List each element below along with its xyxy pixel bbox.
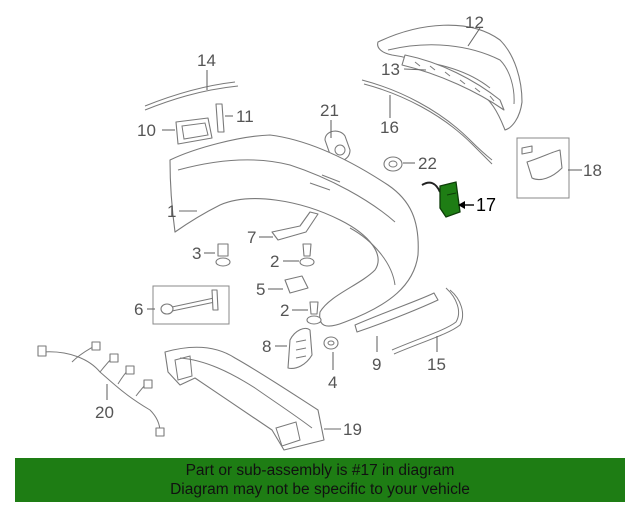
callout-17: 17	[476, 195, 496, 215]
part-9-strip	[354, 292, 439, 333]
leader-lines	[106, 27, 582, 430]
callout-13: 13	[381, 60, 400, 79]
callout-7: 7	[247, 228, 256, 247]
part-19-impact-bar	[164, 346, 325, 451]
part-15-molding	[391, 287, 464, 355]
part-10-reflector	[175, 117, 213, 145]
part-18-bracket	[516, 137, 570, 199]
part-8-flap	[287, 327, 313, 369]
parts-diagram: 12 13 16 14 11 10 21 22 18 1 7 3 2 5 6 2…	[37, 13, 602, 451]
callout-18: 18	[583, 161, 602, 180]
callout-22: 22	[418, 154, 437, 173]
callout-20: 20	[95, 403, 114, 422]
callout-5: 5	[256, 280, 265, 299]
part-11-strip	[215, 103, 225, 133]
callout-21: 21	[320, 101, 339, 120]
part-5-clip-nut	[284, 275, 309, 294]
callout-labels: 12 13 16 14 11 10 21 22 18 1 7 3 2 5 6 2…	[95, 13, 602, 439]
part-17-highlighted	[421, 181, 461, 218]
part-16-seal	[361, 79, 493, 165]
callout-12: 12	[465, 13, 484, 32]
part-6-fastener	[152, 285, 230, 325]
callout-8: 8	[262, 337, 271, 356]
callout-19: 19	[343, 420, 362, 439]
callout-2-upper: 2	[270, 252, 279, 271]
part-7-bracket	[271, 211, 319, 241]
callout-14: 14	[197, 51, 216, 70]
callout-17-arrow	[458, 201, 474, 209]
part-22-grommet	[383, 156, 403, 172]
info-banner: Part or sub-assembly is #17 in diagram D…	[15, 458, 625, 502]
banner-line-1: Part or sub-assembly is #17 in diagram	[185, 462, 455, 479]
callout-4: 4	[328, 373, 337, 392]
callout-1: 1	[167, 202, 176, 221]
part-2-clip-lower	[306, 301, 322, 325]
part-13-pad	[401, 54, 505, 111]
callout-11: 11	[236, 107, 254, 126]
callout-2-lower: 2	[280, 301, 289, 320]
callout-9: 9	[372, 355, 381, 374]
part-3-screw	[215, 243, 231, 267]
part-2-clip-upper	[299, 243, 315, 267]
callout-3: 3	[192, 244, 201, 263]
part-12-upper-cover	[377, 24, 523, 131]
part-20-harness	[37, 341, 165, 437]
banner-line-2: Diagram may not be specific to your vehi…	[170, 481, 470, 498]
callout-10: 10	[137, 121, 156, 140]
callout-15: 15	[427, 355, 446, 374]
callout-6: 6	[134, 300, 143, 319]
part-14-trim	[144, 81, 239, 111]
callout-16: 16	[380, 118, 399, 137]
part-4-grommet	[323, 336, 339, 350]
